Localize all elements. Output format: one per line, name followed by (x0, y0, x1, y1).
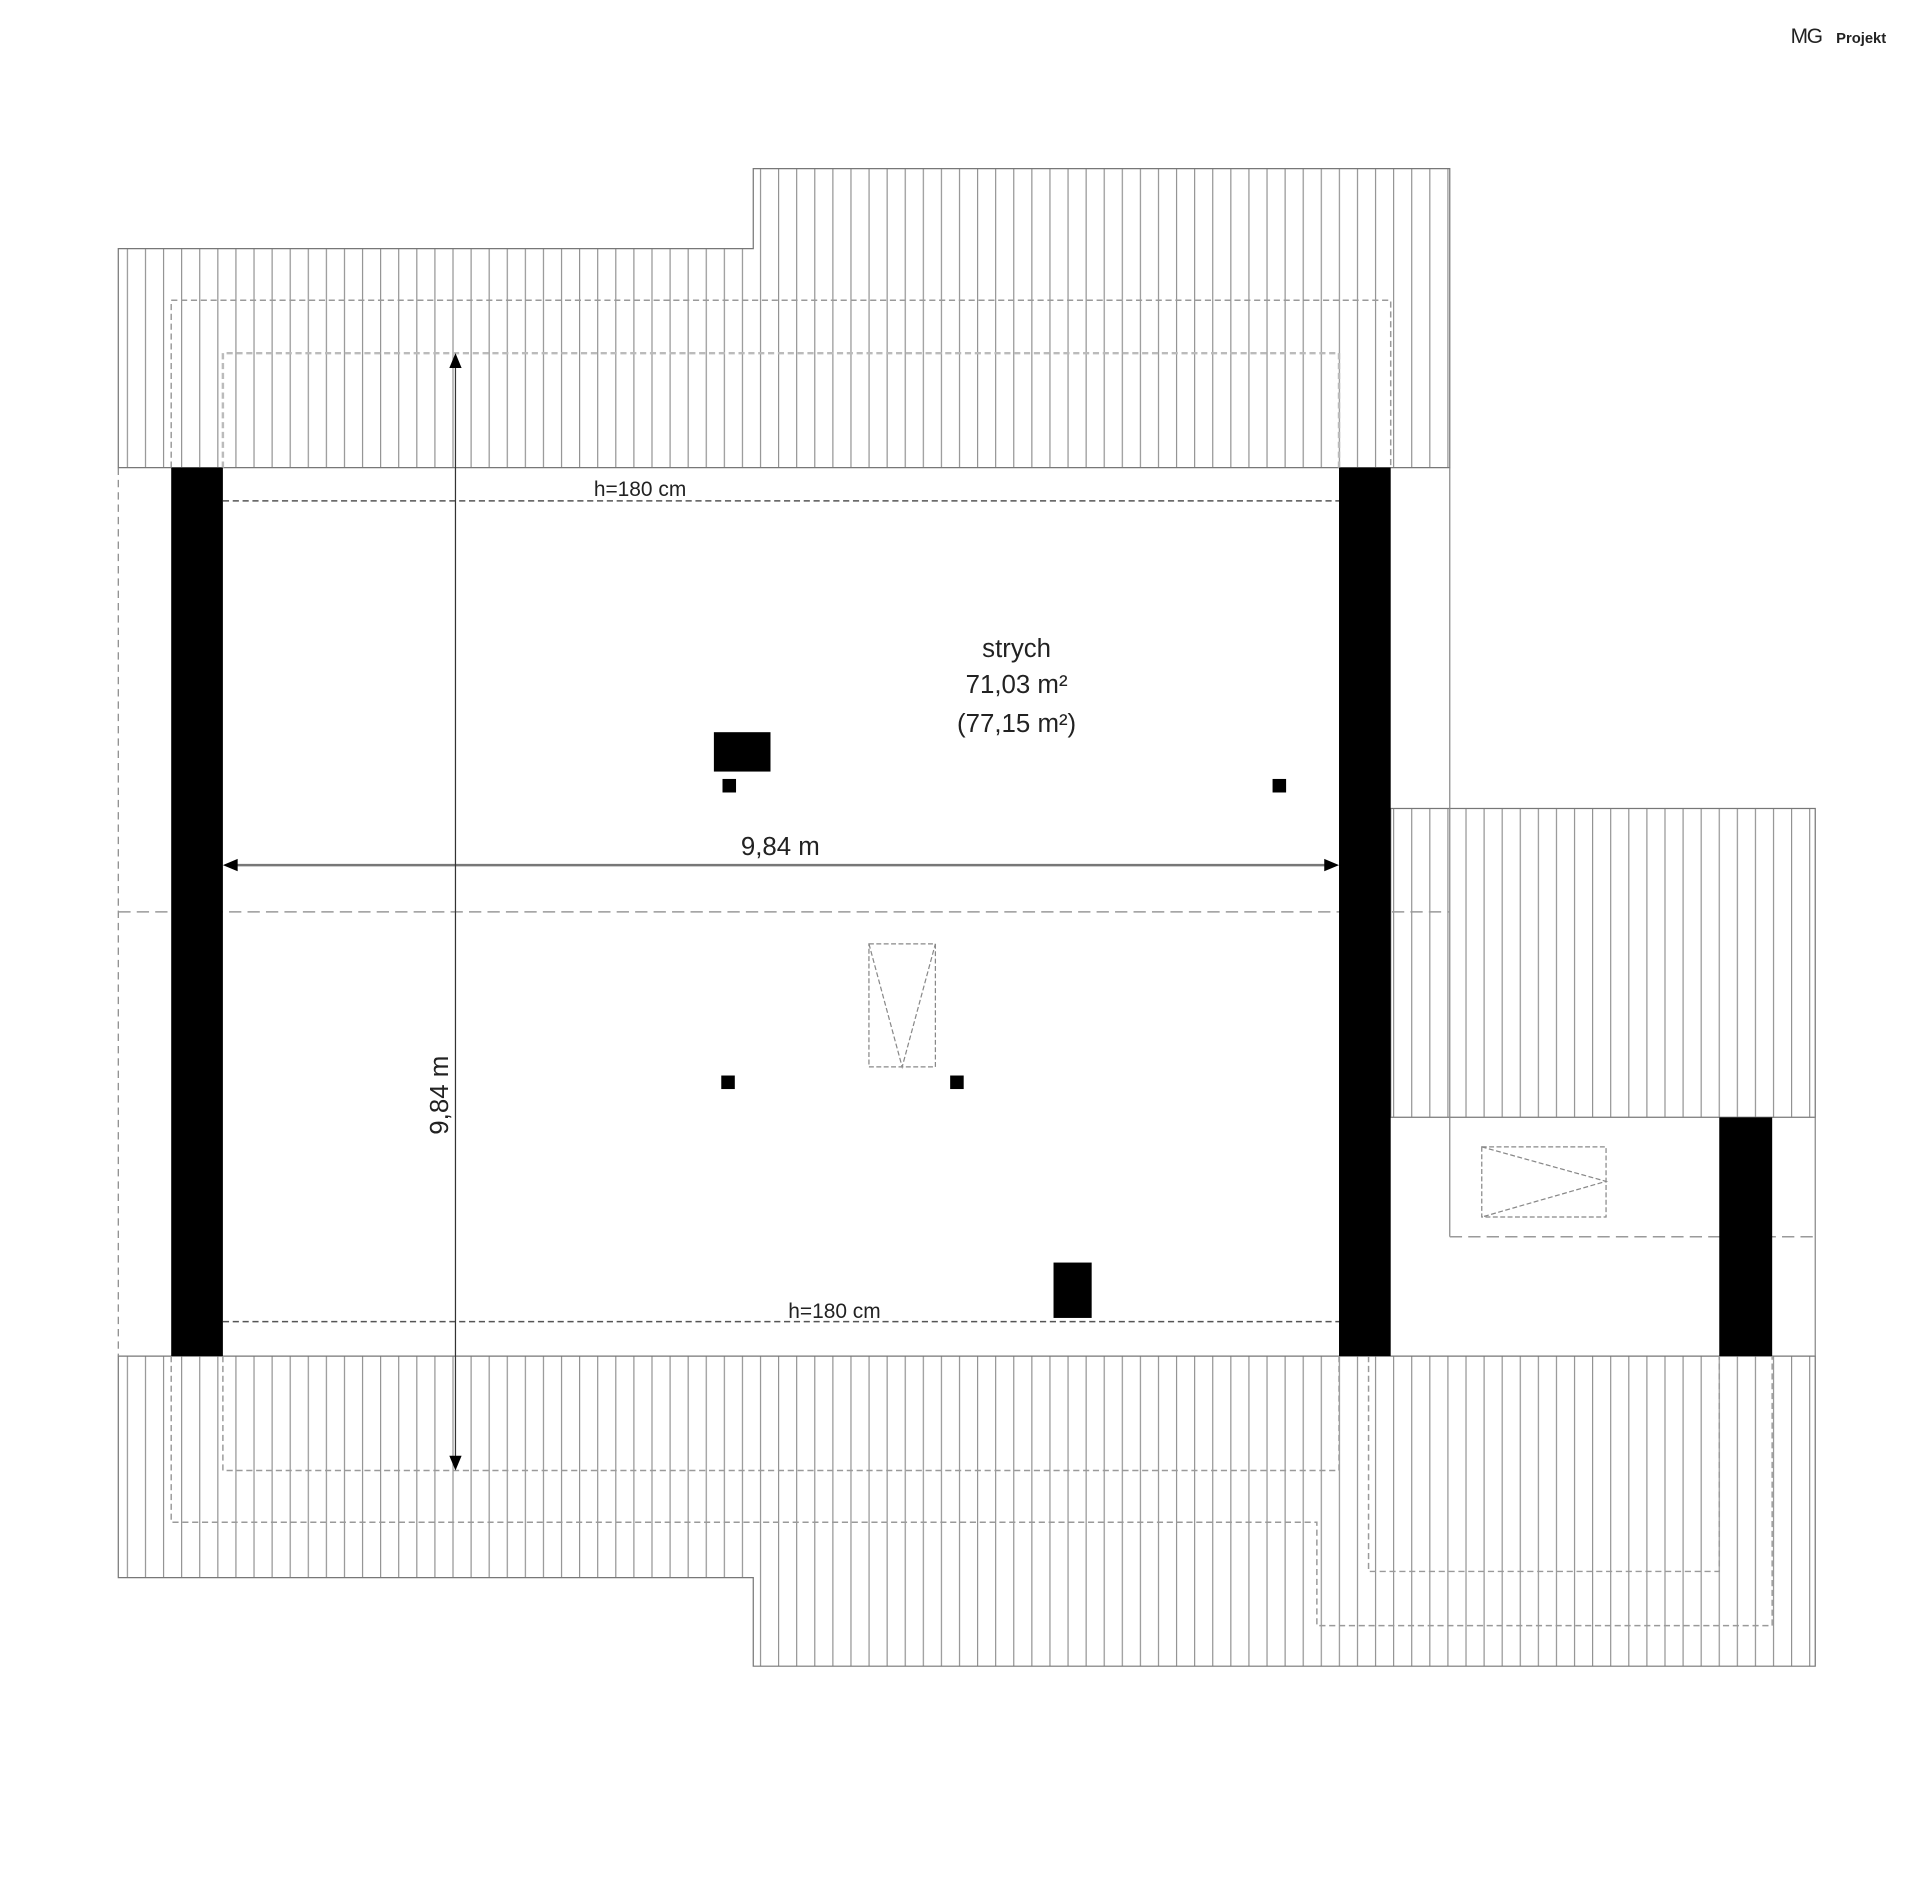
post (722, 778, 737, 793)
dimension-horizontal-label: 9,84 m (741, 833, 820, 861)
post (950, 1075, 964, 1090)
roof-window (868, 943, 937, 1070)
chimney (1053, 1262, 1092, 1318)
wall-right (1339, 467, 1391, 1357)
post (721, 1075, 735, 1090)
chimney (713, 732, 771, 772)
room-name: strych (982, 635, 1051, 663)
roof-window (1481, 1146, 1609, 1218)
logo-brand: MG (1791, 25, 1822, 48)
dimension-vertical-label: 9,84 m (426, 1056, 454, 1135)
room-area: 71,03 m² (966, 671, 1068, 699)
dimension-vertical (449, 353, 462, 1471)
wall-wing (1719, 1117, 1773, 1357)
room-area-total: (77,15 m²) (957, 710, 1076, 738)
dashed-lines (118, 299, 1816, 1627)
post (1272, 778, 1287, 793)
roof-top (117, 167, 1451, 469)
height-label-bottom: h=180 cm (788, 1300, 880, 1323)
logo-suffix: Projekt (1836, 31, 1886, 47)
dimension-horizontal (222, 858, 1340, 872)
height-label-top: h=180 cm (594, 478, 686, 501)
roof-bottom (117, 1355, 1816, 1667)
roof-right-wing (1390, 807, 1816, 1118)
wall-left (171, 467, 223, 1357)
